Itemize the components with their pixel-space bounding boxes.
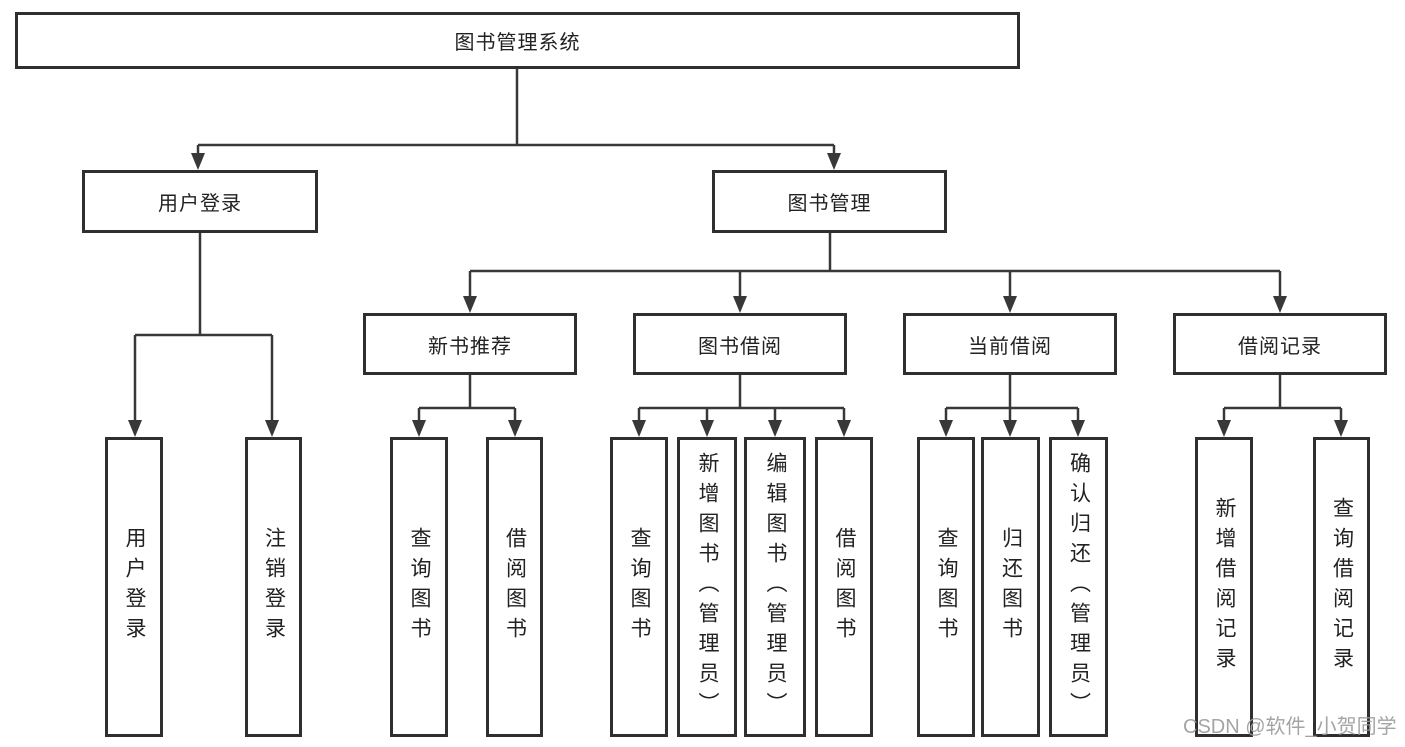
node-current-borrowing: 当前借阅 [903, 313, 1117, 375]
node-new-book-recommend: 新书推荐 [363, 313, 577, 375]
node-label: 图书管理系统 [454, 32, 581, 54]
leaf-edit-book-admin: 编辑图书（管理员） [744, 437, 806, 737]
node-book-borrowing: 图书借阅 [633, 313, 847, 375]
leaf-query-books-1: 查询图书 [390, 437, 448, 737]
arrowheads-book-borrow-group [632, 420, 851, 437]
node-label: 图书借阅 [698, 335, 782, 358]
node-label: 用户登录 [123, 527, 146, 647]
leaf-return-book: 归还图书 [981, 437, 1040, 737]
node-label: 确认归还（管理员） [1067, 452, 1091, 722]
node-label: 归还图书 [999, 527, 1023, 647]
node-root-library-system: 图书管理系统 [15, 12, 1020, 69]
leaf-borrow-books-1: 借阅图书 [486, 437, 543, 737]
node-label: 当前借阅 [968, 335, 1052, 358]
node-label: 新增借阅记录 [1213, 497, 1236, 677]
arrowheads-borrow-record-group [1217, 420, 1348, 437]
node-user-login: 用户登录 [82, 170, 318, 233]
connector-current-borrow-group [944, 375, 1080, 423]
leaf-add-book-admin: 新增图书（管理员） [677, 437, 737, 737]
node-label: 注销登录 [262, 527, 286, 647]
node-borrow-records: 借阅记录 [1173, 313, 1387, 375]
node-label: 查询图书 [628, 527, 651, 647]
leaf-query-borrow-record: 查询借阅记录 [1313, 437, 1370, 737]
leaf-user-login: 用户登录 [105, 437, 163, 737]
node-label: 新书推荐 [428, 335, 512, 358]
leaf-query-books-3: 查询图书 [917, 437, 975, 737]
node-book-management: 图书管理 [712, 170, 947, 233]
arrowheads-user-login-group [128, 420, 279, 437]
connector-book-borrow-group [637, 375, 846, 423]
connector-user-login-group [133, 233, 274, 423]
leaf-confirm-return-admin: 确认归还（管理员） [1049, 437, 1108, 737]
node-label: 图书管理 [787, 193, 872, 215]
arrowheads-level3 [463, 296, 1287, 313]
connector-new-book-group [417, 375, 517, 423]
leaf-add-borrow-record: 新增借阅记录 [1195, 437, 1253, 737]
connector-book-mgmt-to-level3 [468, 233, 1282, 299]
node-label: 查询图书 [408, 527, 431, 647]
node-label: 借阅记录 [1238, 335, 1322, 358]
leaf-query-books-2: 查询图书 [610, 437, 668, 737]
node-label: 编辑图书（管理员） [764, 452, 787, 722]
node-label: 查询借阅记录 [1330, 497, 1354, 677]
arrowheads-level2 [191, 153, 841, 170]
arrowheads-current-borrow-group [939, 420, 1085, 437]
node-label: 借阅图书 [833, 527, 856, 647]
connector-borrow-record-group [1222, 375, 1343, 423]
node-label: 借阅图书 [503, 527, 527, 647]
node-label: 用户登录 [158, 193, 242, 215]
leaf-borrow-books-2: 借阅图书 [815, 437, 873, 737]
node-label: 新增图书（管理员） [696, 452, 719, 722]
leaf-logout: 注销登录 [245, 437, 302, 737]
csdn-watermark: CSDN @软件_小贺同学 [1183, 716, 1397, 738]
arrowheads-new-book-group [412, 420, 522, 437]
node-label: 查询图书 [935, 527, 958, 647]
